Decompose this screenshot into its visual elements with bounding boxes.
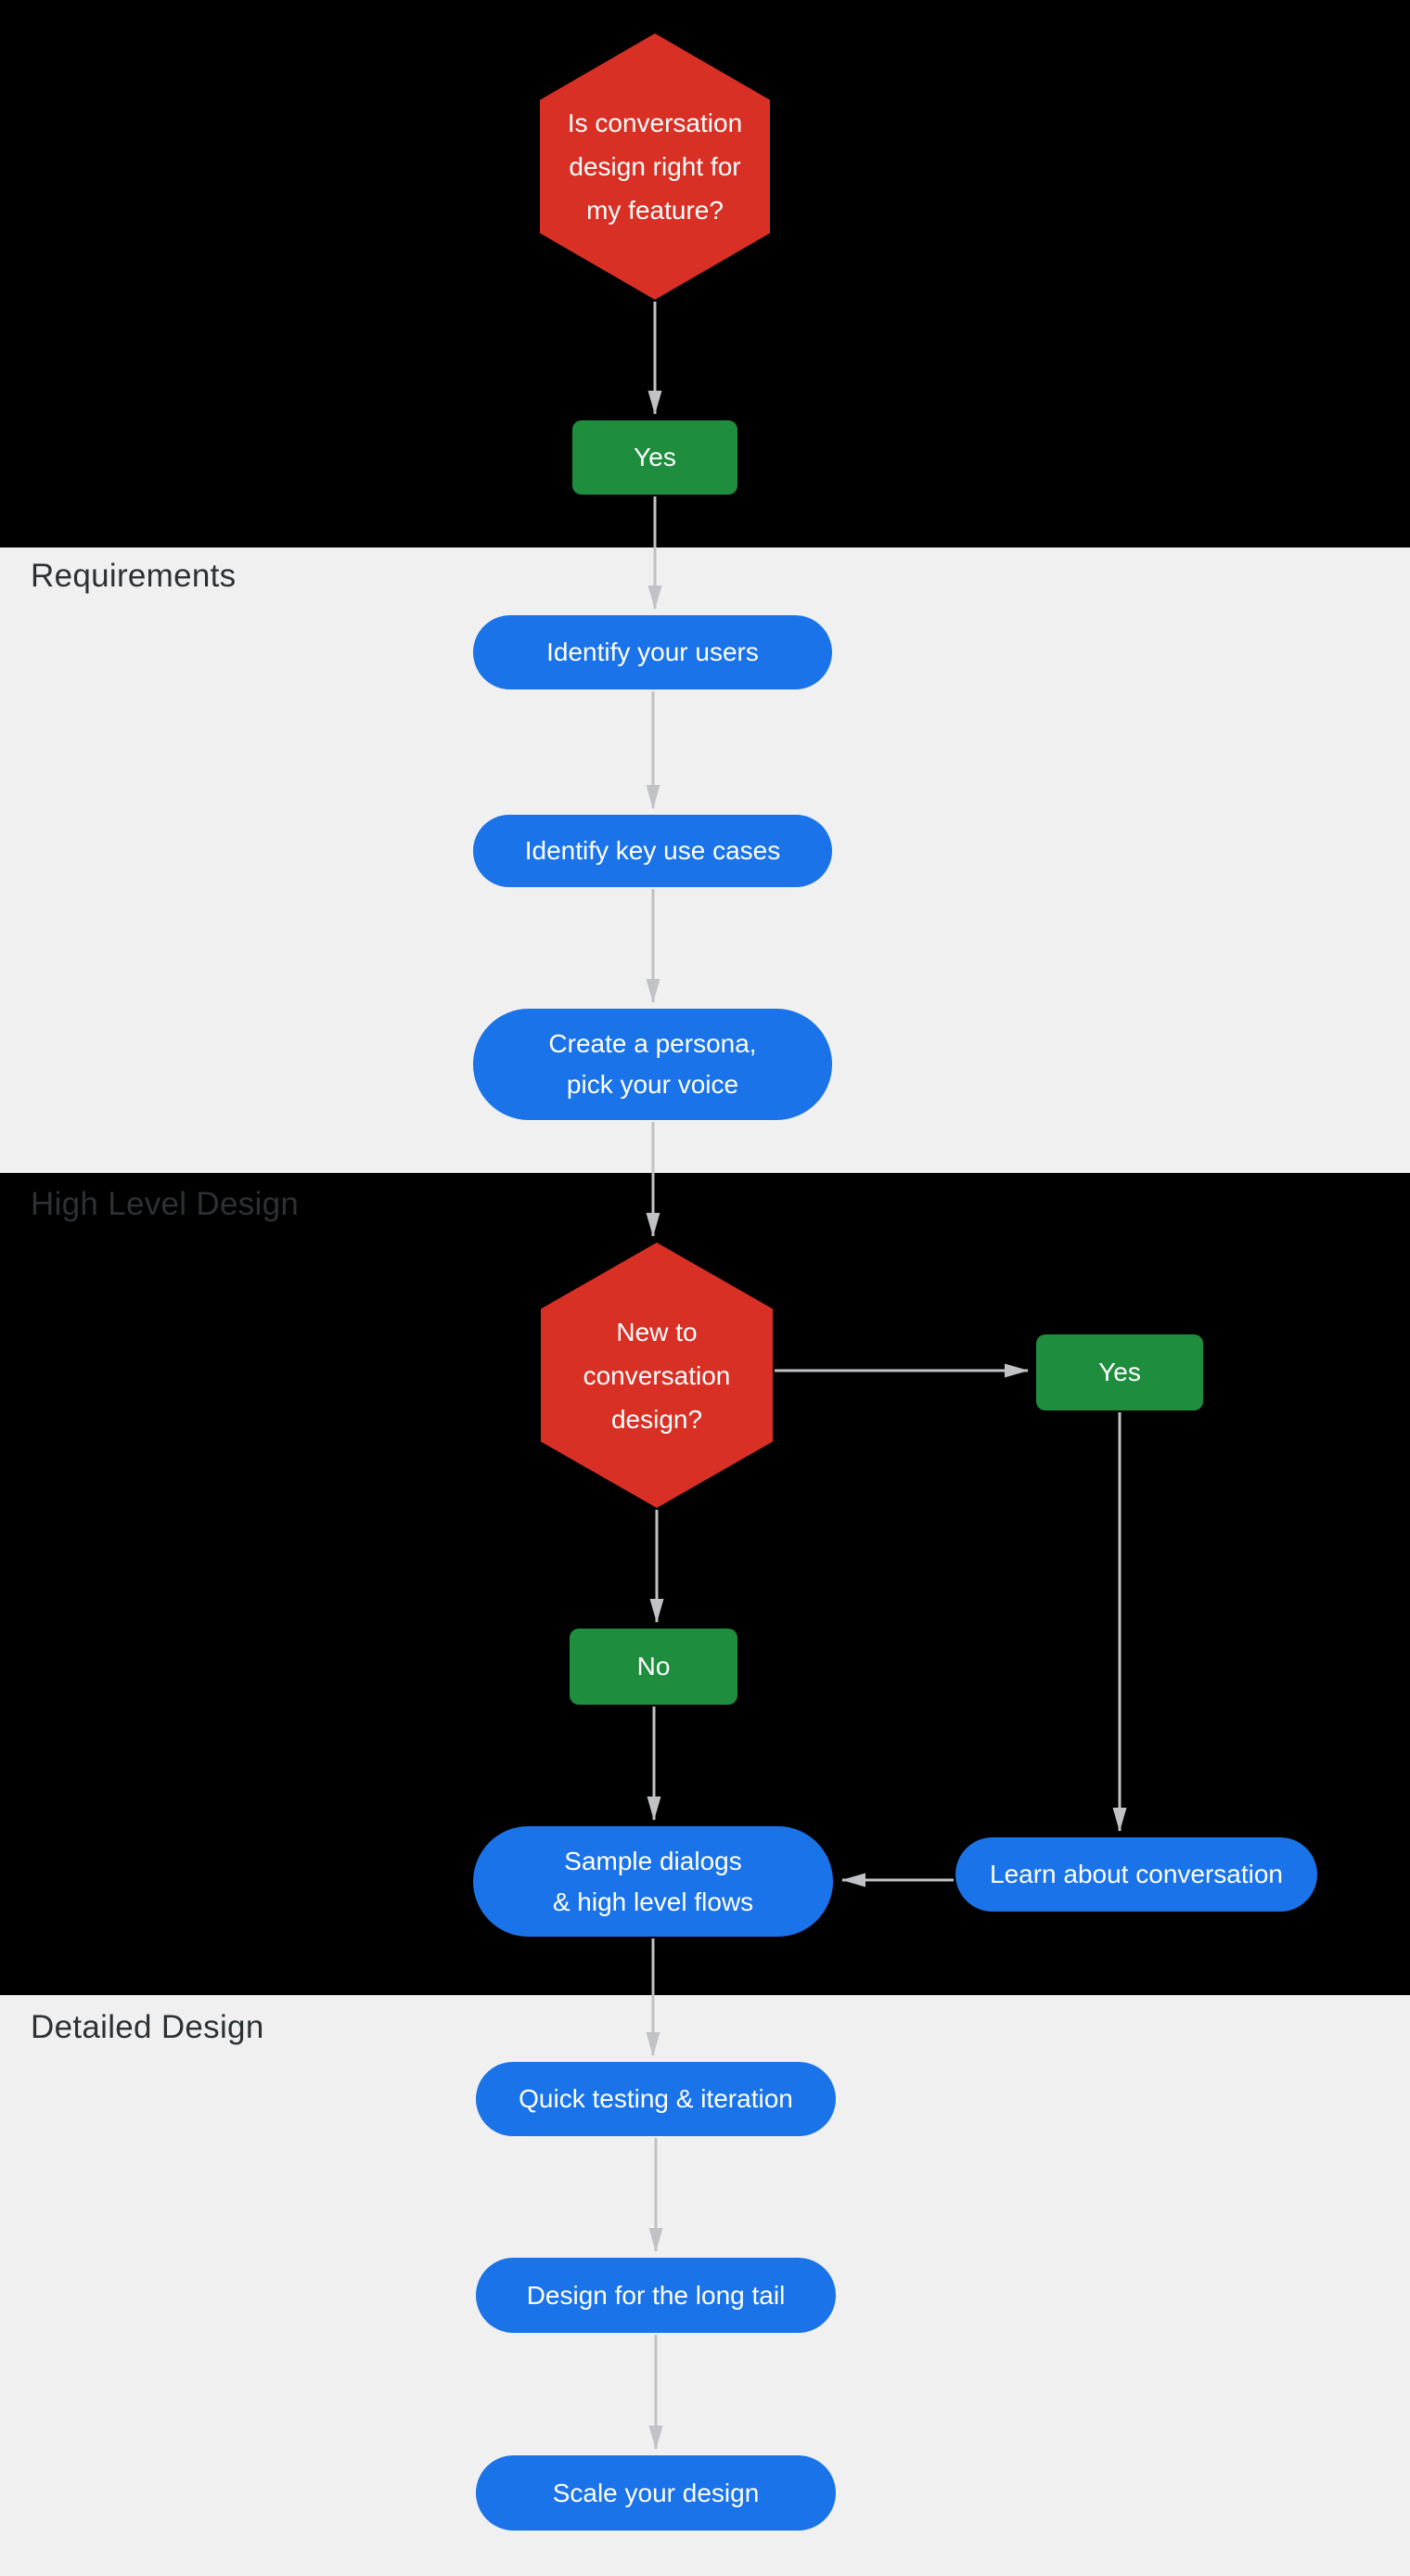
answer-yes-start[interactable]: Yes: [572, 420, 737, 495]
step-create-persona-pick-voice[interactable]: Create a persona, pick your voice: [473, 1009, 832, 1120]
section-title-detailed-design: Detailed Design: [31, 2009, 264, 2045]
step-label-line: pick your voice: [566, 1070, 739, 1099]
step-identify-key-use-cases[interactable]: Identify key use cases: [473, 815, 832, 887]
step-quick-testing-iteration[interactable]: Quick testing & iteration: [476, 2062, 836, 2136]
answer-yes-new[interactable]: Yes: [1036, 1334, 1203, 1410]
answer-label: No: [636, 1652, 671, 1681]
decision-text-line: my feature?: [586, 196, 724, 225]
section-title-requirements: Requirements: [31, 558, 237, 594]
step-label: Design for the long tail: [526, 2280, 786, 2310]
step-learn-about-conversation[interactable]: Learn about conversation: [955, 1837, 1317, 1912]
step-label: Scale your design: [552, 2478, 760, 2507]
decision-text-line: design right for: [569, 152, 741, 181]
section-title-high-level-design: High Level Design: [31, 1186, 300, 1222]
step-identify-your-users[interactable]: Identify your users: [473, 615, 832, 689]
step-label: Quick testing & iteration: [519, 2084, 793, 2113]
decision-text-line: design?: [610, 1404, 703, 1434]
step-label-line: & high level flows: [552, 1887, 754, 1916]
decision-text-line: New to: [616, 1317, 698, 1346]
step-label: Identify key use cases: [524, 836, 781, 865]
decision-text-line: Is conversation: [567, 109, 743, 137]
step-design-for-long-tail[interactable]: Design for the long tail: [476, 2258, 836, 2333]
answer-no-new[interactable]: No: [570, 1629, 737, 1705]
answer-label: Yes: [1098, 1358, 1141, 1386]
step-sample-dialogs-high-level-flows[interactable]: Sample dialogs & high level flows: [473, 1826, 833, 1937]
step-label: Learn about conversation: [990, 1860, 1283, 1888]
step-label-line: Create a persona,: [548, 1029, 757, 1058]
step-label: Identify your users: [546, 638, 759, 666]
step-label-line: Sample dialogs: [564, 1846, 742, 1875]
answer-label: Yes: [634, 443, 676, 471]
decision-text-line: conversation: [583, 1360, 731, 1390]
step-scale-your-design[interactable]: Scale your design: [476, 2455, 836, 2531]
